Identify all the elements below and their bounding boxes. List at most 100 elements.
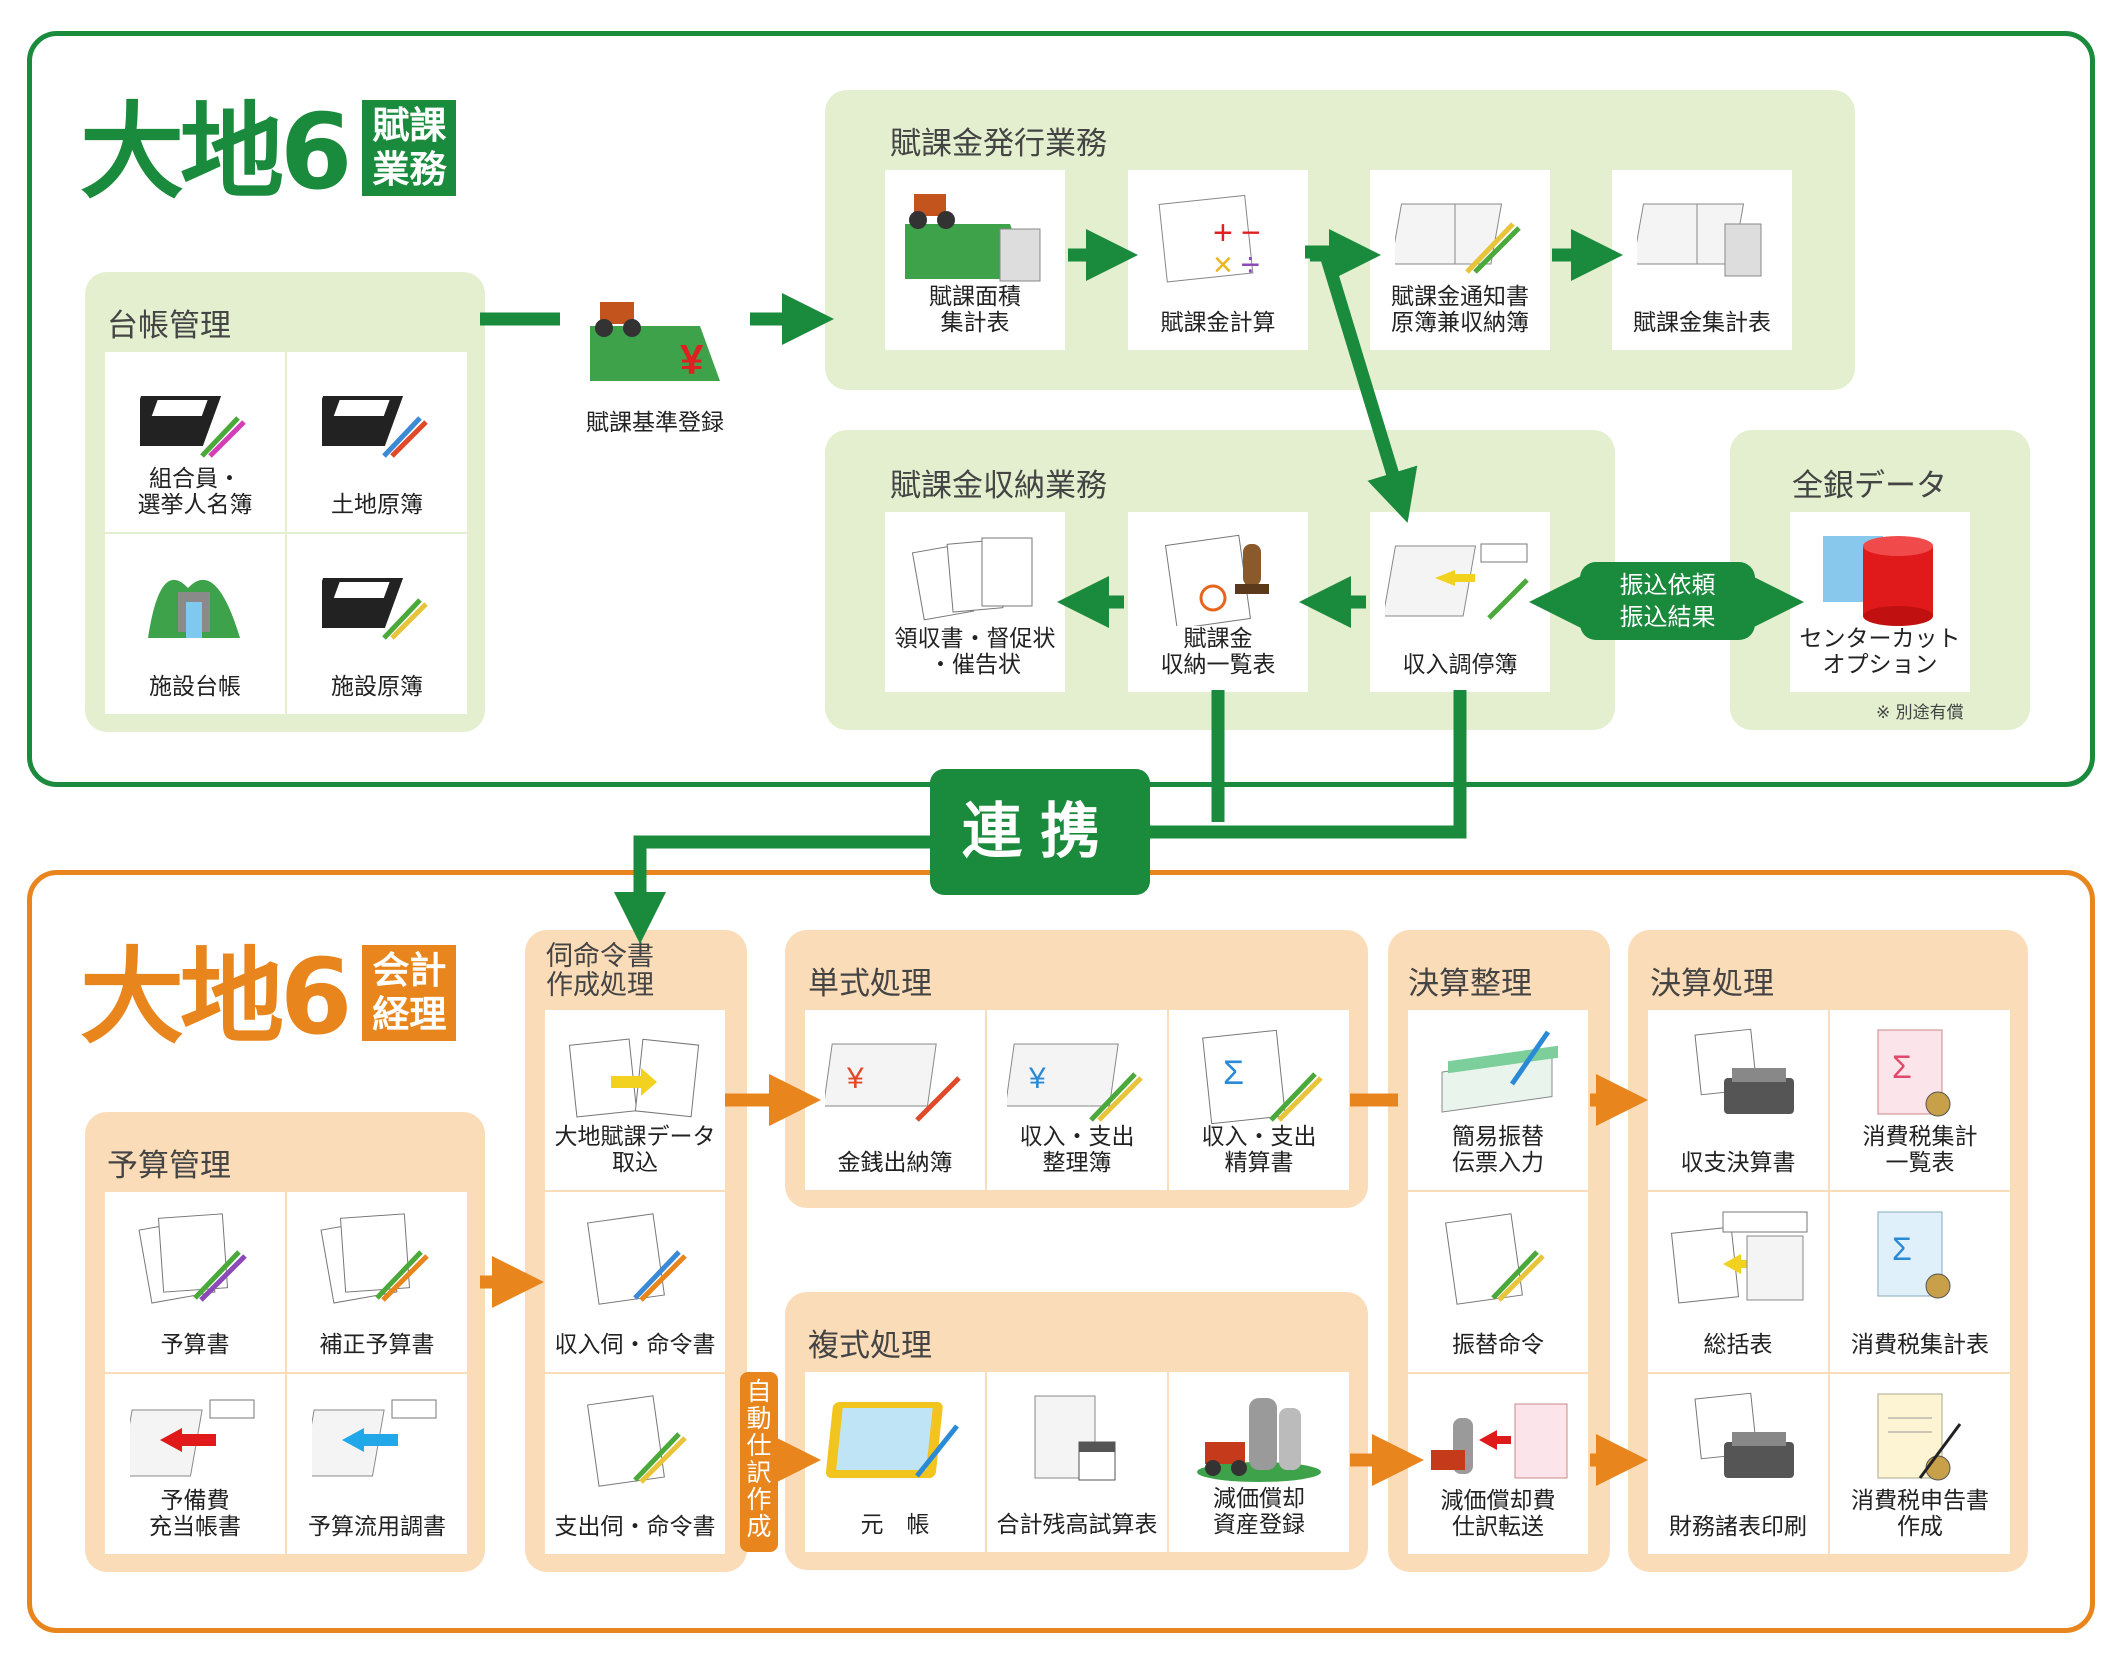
card-income-expense-settlement[interactable]: Σ 収入・支出 精算書 [1169, 1010, 1349, 1190]
dam-icon [148, 579, 240, 638]
panel-title: 台帳管理 [107, 308, 231, 344]
card-revenue-register[interactable]: 収入調停簿 [1370, 512, 1550, 692]
card-simple-transfer-slip[interactable]: 簡易振替 伝票入力 [1408, 1010, 1588, 1190]
summary-documents-icon [1670, 1211, 1808, 1304]
card-label: 収入調停簿 [1402, 652, 1518, 678]
card-import-fuka-data[interactable]: 大地賦課データ 取込 [545, 1010, 725, 1190]
card-levy-total[interactable]: 賦課金集計表 [1612, 170, 1792, 350]
ledger-calculator-icon [1637, 203, 1762, 277]
card-settlement-report[interactable]: 収支決算書 [1648, 1010, 1828, 1190]
card-facility-ledger[interactable]: 施設台帳 [105, 534, 285, 714]
card-revenue-order[interactable]: 収入伺・命令書 [545, 1192, 725, 1372]
card-cashbook[interactable]: ¥ 金銭出納簿 [805, 1010, 985, 1190]
logo-main: 大地6 [80, 936, 352, 1058]
tax-document-icon: Σ [1877, 1029, 1951, 1117]
printer-icon [1694, 1392, 1794, 1478]
card-collection-list[interactable]: 賦課金 収納一覧表 [1128, 512, 1308, 692]
card-tax-summary[interactable]: Σ 消費税集計表 [1830, 1192, 2010, 1372]
card-expense-order[interactable]: 支出伺・命令書 [545, 1374, 725, 1554]
card-label: 減価償却費 仕訳転送 [1440, 1488, 1556, 1540]
transfer-request-result-badge: 振込依頼 振込結果 [1580, 562, 1755, 640]
card-notice-register[interactable]: 賦課金通知書 原簿兼収納簿 [1370, 170, 1550, 350]
card-facility-register[interactable]: 施設原簿 [287, 534, 467, 714]
link-to-ukagai [614, 835, 930, 944]
card-summary-table[interactable]: 総括表 [1648, 1192, 1828, 1372]
panel-title: 単式処理 [808, 966, 932, 1002]
card-tax-return[interactable]: 消費税申告書 作成 [1830, 1374, 2010, 1554]
card-reserve-fund[interactable]: 予備費 充当帳書 [105, 1374, 285, 1554]
calendar-document-icon [1034, 1395, 1116, 1481]
card-label: 減価償却 資産登録 [1213, 1486, 1305, 1538]
data-import-icon [568, 1038, 700, 1118]
card-label: 施設台帳 [149, 674, 241, 700]
card-receipts[interactable]: 領収書・督促状 ・催告状 [885, 512, 1065, 692]
svg-text:¥: ¥ [846, 1062, 864, 1095]
card-label: 元 帳 [860, 1512, 930, 1538]
yen-ledger-icon: ¥ [825, 1043, 961, 1122]
document-pencil-icon [1445, 1213, 1545, 1305]
card-center-cut[interactable]: センターカット オプション [1790, 512, 1970, 692]
svg-text:Σ: Σ [1223, 1054, 1244, 1092]
card-label: 収支決算書 [1680, 1150, 1796, 1176]
kaikei-logo: 大地6 会計 経理 [80, 936, 457, 1058]
card-label: 消費税集計 一覧表 [1862, 1124, 1978, 1176]
tractor-calculator-icon [905, 194, 1041, 282]
tractor-yen-icon: ¥ [590, 302, 720, 383]
ledger-book-icon [322, 396, 428, 458]
orange-arrows [480, 1074, 1648, 1486]
card-land-register[interactable]: 土地原簿 [287, 352, 467, 532]
transfer-blue-icon [312, 1399, 437, 1477]
card-depreciation-assets[interactable]: 減価償却 資産登録 [1169, 1372, 1349, 1552]
card-transfer-order[interactable]: 振替命令 [1408, 1192, 1588, 1372]
renkei-badge: 連携 [930, 769, 1150, 895]
revenue-ledger-icon [1385, 543, 1529, 620]
card-label: 賦課金通知書 原簿兼収納簿 [1391, 284, 1529, 336]
svg-text:Σ: Σ [1892, 1231, 1912, 1267]
yen-ledger-icon: ¥ [1007, 1043, 1143, 1122]
card-label: 予算流用調書 [308, 1514, 446, 1540]
card-label: 大地賦課データ 取込 [554, 1124, 716, 1176]
card-label: 財務諸表印刷 [1669, 1514, 1807, 1540]
document-pencil-icon [320, 1213, 429, 1304]
ledger-pencil-icon [1395, 203, 1521, 274]
document-pencil-icon [587, 1213, 687, 1305]
document-pencil-icon [587, 1395, 687, 1487]
card-financial-statements[interactable]: 財務諸表印刷 [1648, 1374, 1828, 1554]
calculation-icon: +−×÷ [1158, 194, 1261, 284]
card-label: 総括表 [1703, 1332, 1773, 1358]
card-label: 賦課基準登録 [586, 410, 724, 436]
card-label: 土地原簿 [331, 492, 423, 518]
document-pencil-icon [138, 1213, 247, 1304]
card-budget[interactable]: 予算書 [105, 1192, 285, 1372]
card-general-ledger[interactable]: 元 帳 [805, 1372, 985, 1552]
panel-title: 賦課金発行業務 [890, 126, 1107, 162]
card-label: 金銭出納簿 [837, 1150, 953, 1176]
documents-icon [911, 537, 1033, 621]
card-budget-diversion[interactable]: 予算流用調書 [287, 1374, 467, 1554]
sigma-document-icon: Σ [1202, 1029, 1323, 1124]
svg-text:×: × [1213, 246, 1233, 284]
card-supplementary-budget[interactable]: 補正予算書 [287, 1192, 467, 1372]
svg-text:Σ: Σ [1892, 1049, 1912, 1085]
logo-tag: 会計 経理 [362, 945, 457, 1041]
card-income-expense-book[interactable]: ¥ 収入・支出 整理簿 [987, 1010, 1167, 1190]
logo-tag: 賦課 業務 [362, 100, 457, 196]
ledger-book-icon [140, 396, 246, 458]
card-member-list[interactable]: 組合員・ 選挙人名簿 [105, 352, 285, 532]
card-label: 施設原簿 [331, 674, 423, 700]
card-trial-balance[interactable]: 合計残高試算表 [987, 1372, 1167, 1552]
panel-title: 決算整理 [1408, 966, 1532, 1002]
card-label: 振替命令 [1452, 1332, 1544, 1358]
card-label: 収入伺・命令書 [554, 1332, 716, 1358]
card-depreciation-transfer[interactable]: 減価償却費 仕訳転送 [1408, 1374, 1588, 1554]
auto-journal-badge: 自動仕訳作成 [740, 1372, 778, 1552]
panel-title: 全銀データ [1792, 468, 1947, 504]
notebook-icon [825, 1402, 959, 1478]
card-area-total[interactable]: 賦課面積 集計表 [885, 170, 1065, 350]
card-tax-summary-list[interactable]: Σ 消費税集計 一覧表 [1830, 1010, 2010, 1190]
fuka-logo: 大地6 賦課 業務 [80, 100, 457, 204]
card-levy-calc[interactable]: +−×÷ 賦課金計算 [1128, 170, 1308, 350]
card-label: 合計残高試算表 [996, 1512, 1158, 1538]
card-assessment-standard[interactable]: ¥ 賦課基準登録 [566, 272, 744, 450]
